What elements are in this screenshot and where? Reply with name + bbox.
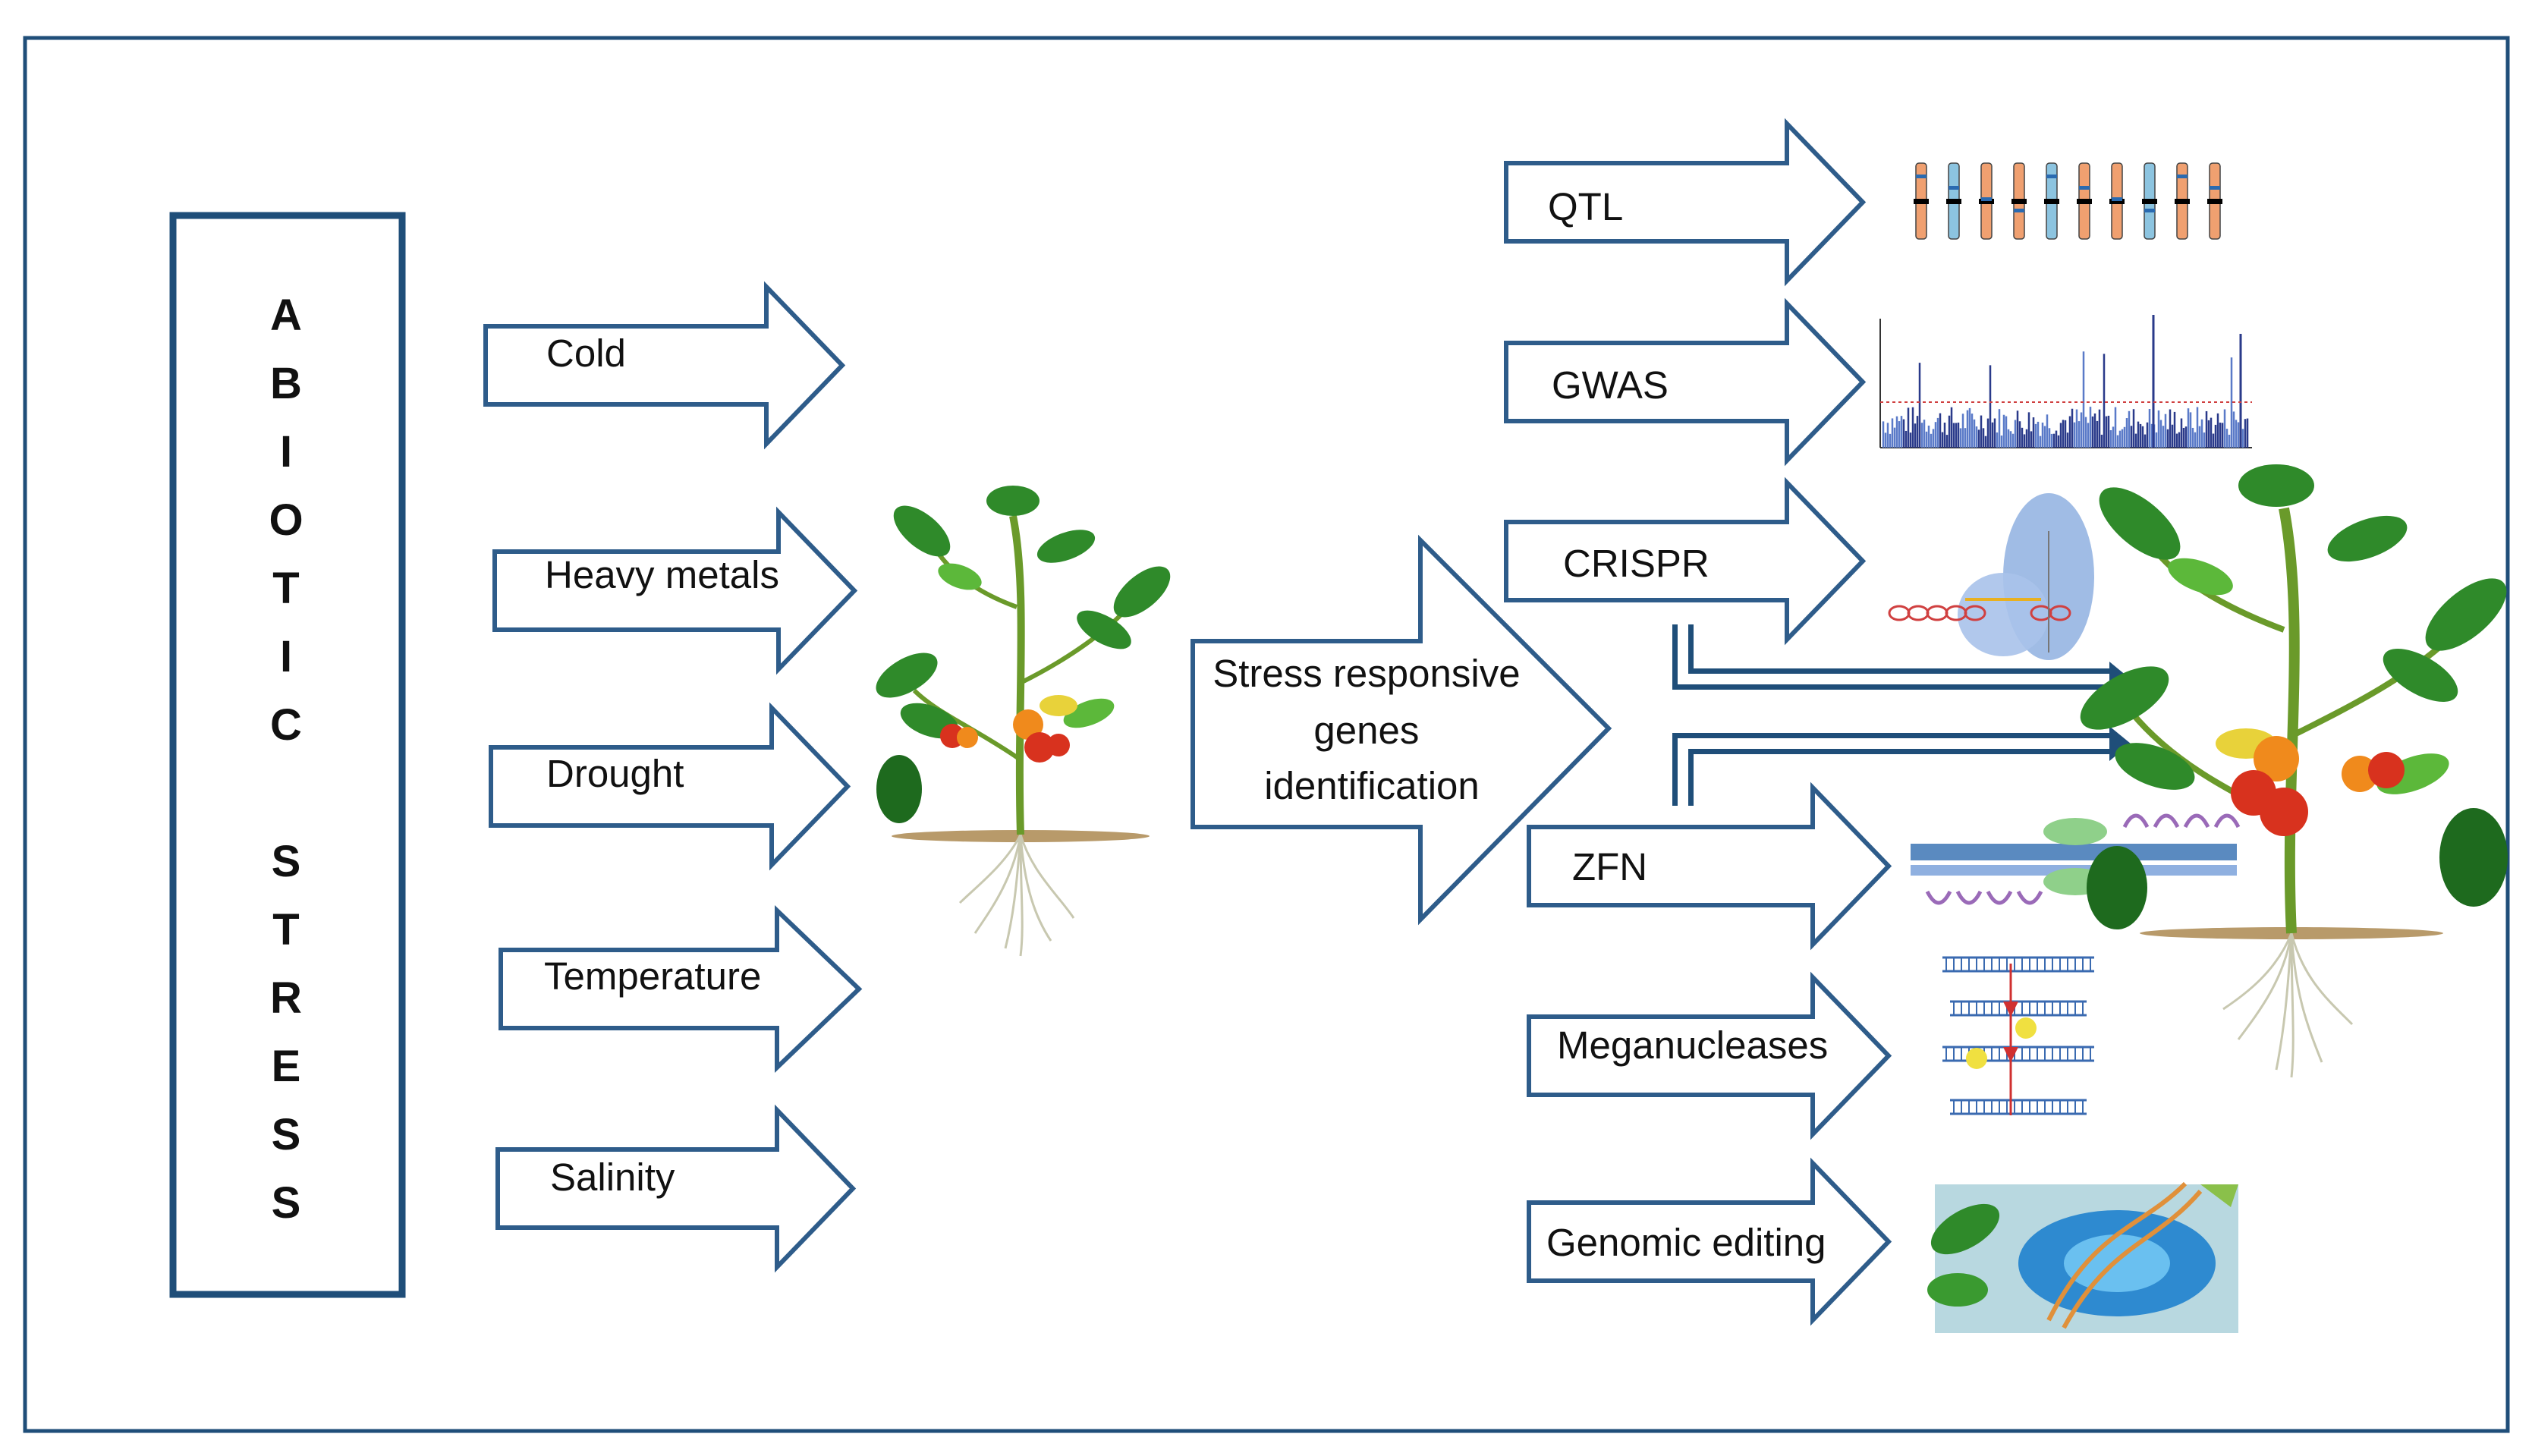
title-letter: E bbox=[272, 1042, 301, 1091]
stress-label: Heavy metals bbox=[545, 553, 779, 596]
center-label-line-2: genes bbox=[1313, 709, 1419, 752]
genome-edit-icon bbox=[1927, 1181, 2238, 1333]
chromosome bbox=[1946, 162, 1961, 240]
chromosome bbox=[1914, 162, 1929, 240]
chromosome bbox=[2109, 162, 2125, 240]
title-letter: S bbox=[272, 1178, 301, 1228]
technique-label: Meganucleases bbox=[1557, 1024, 1828, 1067]
stress-label: Cold bbox=[546, 332, 626, 375]
title-letter: C bbox=[270, 700, 302, 750]
chromosome bbox=[2077, 162, 2092, 240]
title-letter: O bbox=[269, 495, 303, 545]
stress-arrow-temperature: Temperature bbox=[499, 904, 863, 1074]
technique-label: CRISPR bbox=[1563, 542, 1709, 585]
stress-arrow-heavy-metals: Heavy metals bbox=[492, 506, 858, 675]
technique-arrow-gwas: GWAS bbox=[1504, 297, 1867, 467]
chromosome bbox=[1979, 162, 1994, 240]
stress-arrow-drought: Drought bbox=[489, 702, 851, 871]
title-letter: I bbox=[280, 427, 292, 476]
title-letter: S bbox=[272, 837, 301, 886]
stress-genes-arrow: Stress responsive genes identification bbox=[1191, 534, 1612, 926]
title-letter: T bbox=[272, 564, 299, 613]
title-letter: T bbox=[272, 905, 299, 954]
meganuclease-dna-icon bbox=[1942, 956, 2094, 1115]
title-letter: S bbox=[272, 1110, 301, 1159]
title-letter: I bbox=[280, 632, 292, 681]
technique-arrow-crispr: CRISPR bbox=[1504, 476, 1867, 646]
center-label-line-1: Stress responsive bbox=[1213, 652, 1520, 695]
manhattan-plot-icon bbox=[1879, 315, 2252, 448]
title-letter: B bbox=[270, 359, 302, 408]
title-letter: R bbox=[270, 973, 302, 1023]
plant-icon bbox=[876, 486, 1171, 957]
title-letter: A bbox=[270, 291, 302, 340]
technique-label: QTL bbox=[1548, 185, 1623, 228]
technique-label: ZFN bbox=[1572, 845, 1647, 888]
stress-label: Drought bbox=[546, 752, 684, 795]
chromosome bbox=[2175, 162, 2190, 240]
crispr-to-plant-arrows bbox=[1672, 624, 2131, 806]
chromosome bbox=[2044, 162, 2059, 240]
improved-plant-icon bbox=[2080, 464, 2508, 1078]
technique-arrow-genomic-editing: Genomic editing bbox=[1527, 1157, 1892, 1326]
chromosome bbox=[2207, 162, 2222, 240]
stress-label: Temperature bbox=[544, 954, 761, 998]
crispr-complex-icon bbox=[1888, 493, 2094, 660]
chromosome-map-icon bbox=[1914, 162, 2222, 240]
technique-label: Genomic editing bbox=[1546, 1221, 1826, 1264]
technique-label: GWAS bbox=[1552, 363, 1669, 407]
technique-arrow-qtl: QTL bbox=[1504, 118, 1867, 287]
stress-arrow-cold: Cold bbox=[483, 281, 846, 450]
chromosome bbox=[2011, 162, 2027, 240]
svg-text:Stress responsive genes: Stress responsive genes identification bbox=[1213, 652, 1531, 807]
stress-label: Salinity bbox=[550, 1156, 675, 1199]
technique-arrow-zfn: ZFN bbox=[1527, 781, 1892, 951]
technique-arrow-meganucleases: Meganucleases bbox=[1527, 971, 1892, 1140]
center-label-line-3: identification bbox=[1264, 764, 1480, 807]
chromosome bbox=[2142, 162, 2157, 240]
stress-arrow-salinity: Salinity bbox=[495, 1104, 857, 1273]
